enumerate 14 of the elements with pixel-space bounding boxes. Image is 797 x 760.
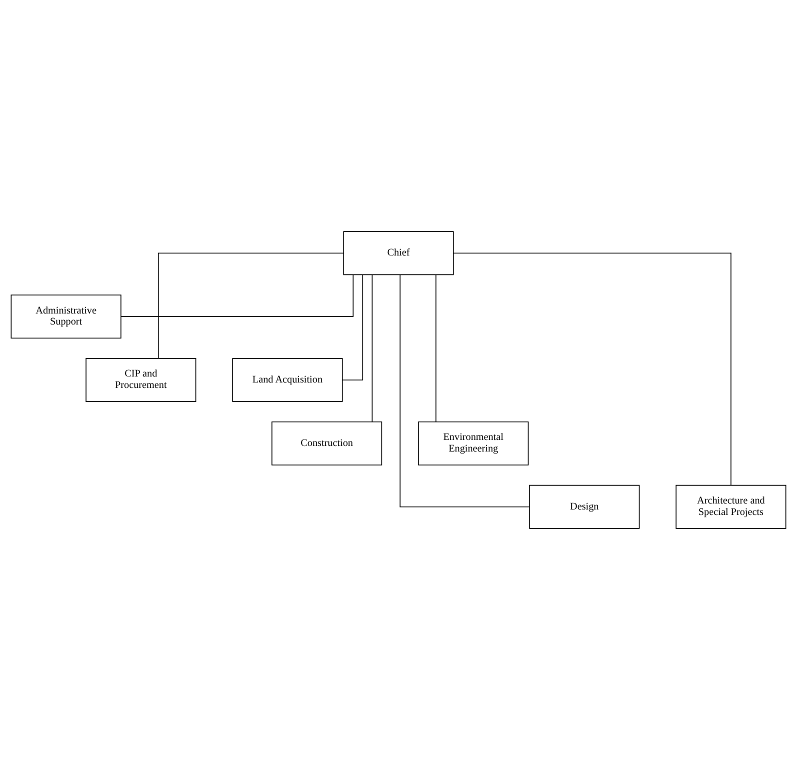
connector: [342, 274, 364, 380]
connector: [452, 252, 732, 486]
connector: [158, 252, 344, 359]
node-box: Environmental Engineering: [418, 421, 529, 466]
node-box: Administrative Support: [10, 294, 122, 339]
connector: [372, 274, 373, 422]
node-box: Chief: [343, 231, 454, 276]
connector: [120, 274, 354, 317]
node-box: Construction: [272, 421, 382, 466]
connector: [400, 274, 530, 508]
node-box: Design: [529, 484, 640, 529]
node-box: Land Acquisition: [232, 358, 343, 402]
node-box: CIP and Procurement: [86, 358, 196, 402]
node-box: Architecture and Special Projects: [676, 484, 786, 529]
